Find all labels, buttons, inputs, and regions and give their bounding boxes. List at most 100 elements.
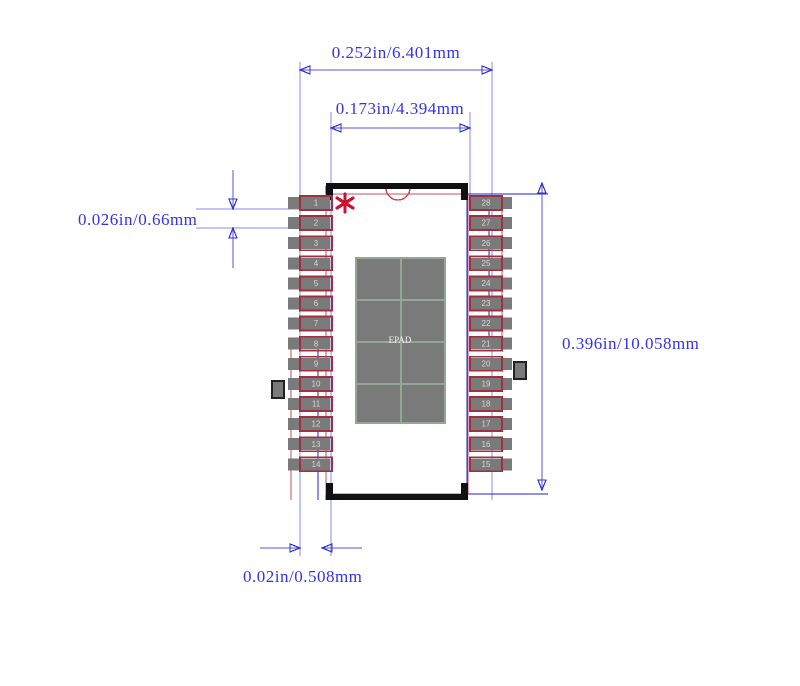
pad-number-26: 26 [482,239,491,248]
pad-outline [299,456,333,473]
pad-outline [469,436,503,453]
silkscreen [326,183,468,500]
pad-copper [470,257,512,270]
pad-number-22: 22 [482,319,491,328]
epad-tiles [357,259,444,422]
pad-copper [288,458,330,471]
dimension-pad-width-label: 0.02in/0.508mm [243,567,362,586]
pad-outline [299,275,333,292]
pad-outline [469,315,503,332]
pad-number-17: 17 [482,420,491,429]
arrow-left-icon [320,543,333,553]
pad-copper [288,277,330,290]
pad-number-5: 5 [314,279,319,288]
pad-outline [469,335,503,352]
pad-outline [469,255,503,272]
dimension-overall-height-label: 0.396in/10.058mm [562,334,699,353]
pad-outline [299,315,333,332]
pad-number-19: 19 [482,380,491,389]
pad-number-6: 6 [314,299,319,308]
pad-number-1: 1 [314,199,319,208]
pad-copper [288,217,330,230]
dimension-overall-width-label: 0.252in/6.401mm [332,43,460,62]
epad: EPAD [355,257,446,424]
arrow-up-icon [228,226,238,239]
dimension-overall-height: 0.396in/10.058mm [537,181,699,492]
silkscreen-bottom-bar [326,494,468,500]
pin1-notch-arc-icon [385,187,411,201]
pad-copper [288,337,330,350]
pad-outline [469,416,503,433]
silkscreen-top-bar [326,183,468,189]
pad-number-14: 14 [312,460,321,469]
pad-copper [288,357,330,370]
pad-number-24: 24 [482,279,491,288]
pad-copper [288,237,330,250]
pad-number-18: 18 [482,400,491,409]
pad-number-7: 7 [314,319,319,328]
pad-outline [469,456,503,473]
pad-outline [299,215,333,232]
pad-number-28: 28 [482,199,491,208]
pad-copper [470,398,512,410]
pad-copper [470,297,512,310]
pad-number-16: 16 [482,440,491,449]
pad-number-10: 10 [312,380,321,389]
pad-outline [299,295,333,312]
dimension-pad-pitch: 0.026in/0.66mm [78,170,238,268]
pad-copper [470,217,512,230]
pad-outline [299,195,333,211]
pad-outline [299,436,333,453]
pad-outline [299,416,333,433]
arrow-left-icon [329,123,342,133]
pad-number-2: 2 [314,219,319,228]
pad-outline [469,275,503,292]
fiducial-left [271,380,285,399]
pad-outline [299,255,333,272]
pad-number-23: 23 [482,299,491,308]
pad-number-27: 27 [482,219,491,228]
silkscreen-top-left-tick [326,183,333,200]
pad-number-20: 20 [482,359,491,368]
pad-copper [470,438,512,451]
dimension-overall-width: 0.252in/6.401mm [298,43,494,75]
arrow-up-icon [537,181,547,194]
pad-outline [299,355,333,372]
pad-outline [469,195,503,211]
pad-outline [469,295,503,312]
pad-copper [470,418,512,431]
pad-copper [288,398,330,410]
pad-outline [299,396,333,412]
pad-number-25: 25 [482,259,491,268]
arrow-down-icon [228,198,238,211]
pad-copper [288,257,330,270]
pad-copper [470,277,512,290]
pad-outline [299,335,333,352]
dimension-pad-width: 0.02in/0.508mm [243,543,362,586]
pad-number-12: 12 [312,420,321,429]
pad-copper [288,377,330,390]
dimension-body-width: 0.173in/4.394mm [329,99,472,133]
arrow-down-icon [537,479,547,492]
pad-copper [288,418,330,431]
epad-label: EPAD [389,335,412,345]
pad-number-3: 3 [314,239,319,248]
pad-copper [470,357,512,370]
pad-number-11: 11 [312,400,321,409]
pad-number-8: 8 [314,339,319,348]
pad-copper [288,317,330,330]
pad-outline [469,235,503,252]
pad-outline [299,235,333,252]
pad-number-15: 15 [482,460,491,469]
pad-copper [470,377,512,390]
silkscreen-bottom-right-tick [461,483,468,500]
pad-outline [469,215,503,232]
pad-copper [470,458,512,471]
pad-copper [470,337,512,350]
silkscreen-bottom-left-tick [326,483,333,500]
pad-number-9: 9 [314,359,319,368]
fiducial-right [513,361,527,380]
